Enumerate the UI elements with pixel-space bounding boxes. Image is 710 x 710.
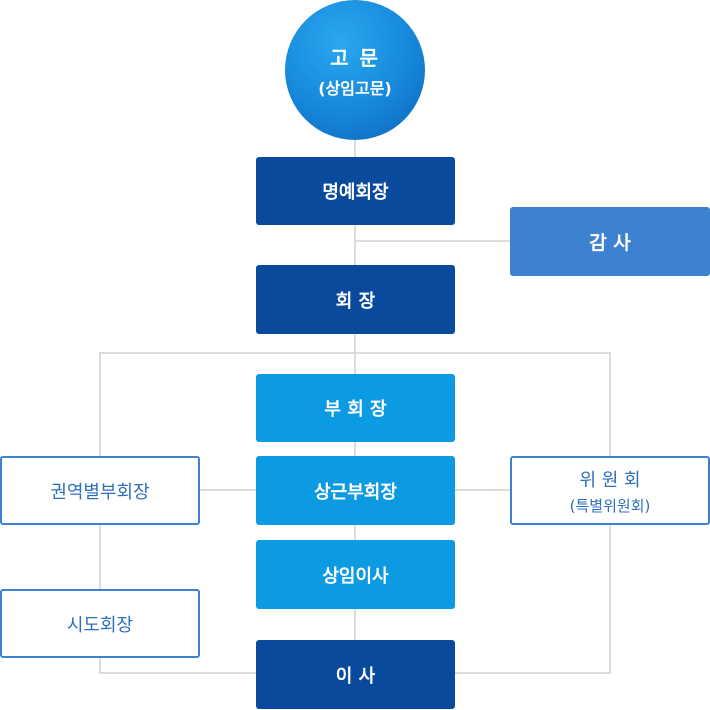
vice-chairman-label: 부 회 장 — [324, 399, 387, 420]
regional-vice-chairman-box: 권역별부회장 — [0, 456, 200, 525]
regional-vice-chairman-label: 권역별부회장 — [50, 481, 150, 503]
chairman-label: 회 장 — [335, 290, 376, 312]
chairman-box: 회 장 — [256, 265, 455, 334]
vice-chairman-box: 부 회 장 — [256, 374, 455, 442]
directors-box: 이 사 — [256, 640, 455, 709]
honorary-chairman-box: 명예회장 — [256, 157, 455, 225]
standing-vice-chairman-label: 상근부회장 — [314, 481, 397, 503]
committee-box: 위 원 회 (특별위원회) — [510, 456, 710, 525]
provincial-chairman-label: 시도회장 — [66, 614, 134, 636]
advisor-circle: 고 문 (상임고문) — [285, 0, 425, 140]
directors-label: 이 사 — [335, 665, 376, 687]
honorary-chairman-label: 명예회장 — [322, 182, 389, 203]
committee-subtitle: (특별위원회) — [569, 496, 651, 515]
standing-director-label: 상임이사 — [322, 565, 389, 587]
advisor-title: 고 문 — [330, 45, 380, 70]
standing-vice-chairman-box: 상근부회장 — [256, 456, 455, 525]
committee-title: 위 원 회 — [579, 469, 641, 491]
advisor-subtitle: (상임고문) — [318, 78, 392, 98]
provincial-chairman-box: 시도회장 — [0, 589, 200, 658]
standing-director-box: 상임이사 — [256, 540, 455, 609]
auditor-label: 감 사 — [589, 232, 631, 254]
auditor-box: 감 사 — [510, 207, 710, 276]
